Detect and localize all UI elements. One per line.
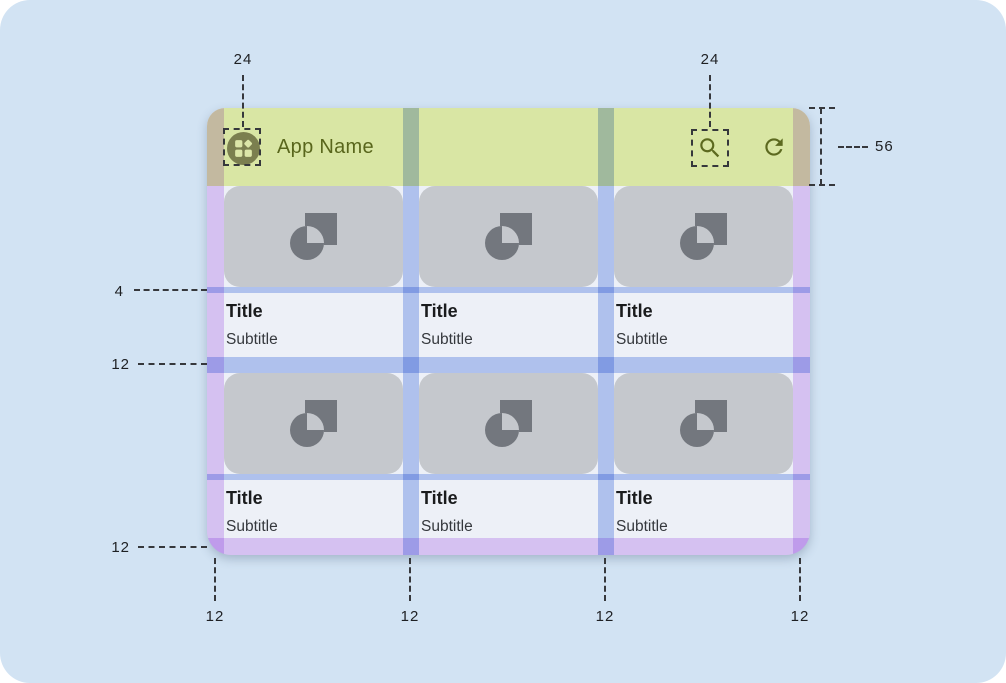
card-subtitle: Subtitle xyxy=(421,518,473,535)
card[interactable]: Title Subtitle xyxy=(614,373,793,538)
redline-label-right-margin: 12 xyxy=(790,608,810,625)
card-image-placeholder xyxy=(614,373,793,474)
card-subtitle: Subtitle xyxy=(616,518,668,535)
image-placeholder-icon xyxy=(680,213,727,260)
card-image-placeholder xyxy=(224,186,403,287)
refresh-icon xyxy=(765,138,783,156)
card[interactable]: Title Subtitle xyxy=(224,373,403,538)
card-title: Title xyxy=(421,301,458,321)
redline-leader-gutter-1 xyxy=(409,558,411,601)
card-text: Title Subtitle xyxy=(419,293,598,357)
image-placeholder-icon xyxy=(290,213,337,260)
card-subtitle: Subtitle xyxy=(226,331,278,348)
image-placeholder-icon xyxy=(485,400,532,447)
card-title: Title xyxy=(226,301,263,321)
card-text: Title Subtitle xyxy=(224,293,403,357)
redline-label-gutter-2: 12 xyxy=(595,608,615,625)
card[interactable]: Title Subtitle xyxy=(419,186,598,357)
redline-leader-bottom-margin xyxy=(138,546,207,548)
image-placeholder-icon xyxy=(680,400,727,447)
app-title: App Name xyxy=(277,135,374,158)
card[interactable]: Title Subtitle xyxy=(224,186,403,357)
card-image-placeholder xyxy=(419,373,598,474)
redline-leader-row-gap xyxy=(138,363,207,365)
nav-menu-button[interactable] xyxy=(227,132,260,165)
redline-label-left-margin: 12 xyxy=(205,608,225,625)
redline-label-nav-icon-size: 24 xyxy=(233,51,253,68)
card-image-placeholder xyxy=(224,373,403,474)
card-subtitle: Subtitle xyxy=(421,331,473,348)
redline-label-image-text-gap: 4 xyxy=(114,283,124,300)
redline-label-gutter-1: 12 xyxy=(400,608,420,625)
redline-box-nav-icon xyxy=(223,128,261,166)
card-text: Title Subtitle xyxy=(419,480,598,538)
redline-box-search-icon xyxy=(691,129,729,167)
redline-leader-image-text-gap xyxy=(134,289,207,291)
refresh-button[interactable] xyxy=(761,134,787,160)
redline-leader-nav-icon xyxy=(242,75,244,127)
redline-leader-left-margin xyxy=(214,558,216,601)
dashboard-icon xyxy=(235,139,252,157)
redline-tick-appbar-bottom xyxy=(809,184,835,186)
card-subtitle: Subtitle xyxy=(226,518,278,535)
margin-overlay-bottom xyxy=(207,538,810,555)
app-mockup: App Name T xyxy=(207,108,810,555)
card[interactable]: Title Subtitle xyxy=(419,373,598,538)
redline-label-appbar-height: 56 xyxy=(875,138,894,155)
card-text: Title Subtitle xyxy=(224,480,403,538)
redline-leader-appbar-height xyxy=(838,146,868,148)
redline-tick-appbar-top xyxy=(809,107,835,109)
redline-label-bottom-margin: 12 xyxy=(111,539,130,556)
gap-overlay-rows xyxy=(207,357,810,373)
card-text: Title Subtitle xyxy=(614,293,793,357)
card-title: Title xyxy=(226,488,263,508)
card-subtitle: Subtitle xyxy=(616,331,668,348)
search-button[interactable] xyxy=(697,135,723,161)
redline-leader-gutter-2 xyxy=(604,558,606,601)
card-title: Title xyxy=(616,301,653,321)
image-placeholder-icon xyxy=(290,400,337,447)
redline-extent-appbar-height xyxy=(820,108,822,185)
redline-leader-right-margin xyxy=(799,558,801,601)
redline-label-row-gap: 12 xyxy=(111,356,130,373)
redline-leader-search-icon xyxy=(709,75,711,127)
card[interactable]: Title Subtitle xyxy=(614,186,793,357)
image-placeholder-icon xyxy=(485,213,532,260)
card-image-placeholder xyxy=(419,186,598,287)
card-image-placeholder xyxy=(614,186,793,287)
search-icon xyxy=(700,138,720,158)
card-title: Title xyxy=(421,488,458,508)
redline-label-search-icon-size: 24 xyxy=(700,51,720,68)
card-title: Title xyxy=(616,488,653,508)
card-text: Title Subtitle xyxy=(614,480,793,538)
